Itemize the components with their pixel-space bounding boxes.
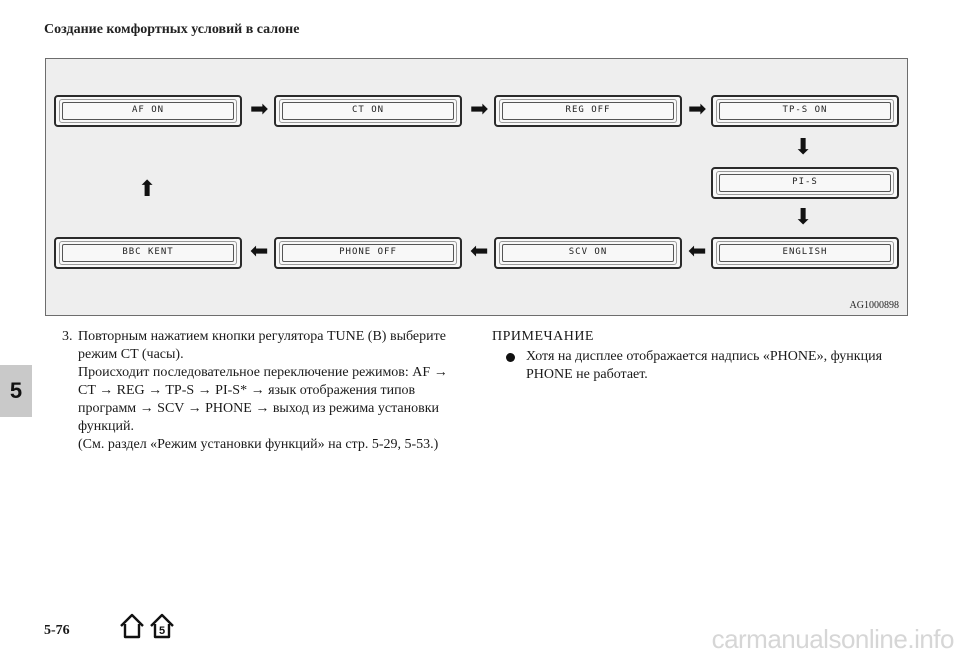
display-english-text: ENGLISH	[782, 247, 828, 257]
display-english: ENGLISH	[711, 237, 899, 269]
chapter-icon-label: 5	[159, 625, 165, 637]
display-af-text: AF ON	[131, 105, 165, 115]
step: 3. Повторным нажатием кнопки регулятора …	[62, 328, 462, 454]
arrow-right-icon: ➡	[470, 97, 489, 122]
step-line: программ → SCV → PHONE → выход из режима…	[78, 401, 440, 416]
display-tps-text: TP-S ON	[782, 105, 828, 115]
step-number: 3.	[62, 329, 73, 344]
step-line: функций.	[78, 419, 134, 434]
display-ct-text: CT ON	[351, 105, 385, 115]
note-line: PHONE не работает.	[526, 367, 648, 382]
arrow-up-icon: ⬆	[138, 177, 157, 202]
chapter-tab-number: 5	[9, 378, 23, 403]
note-item: Хотя на дисплее отображается надпись «PH…	[492, 348, 912, 384]
display-pis-text: PI-S	[792, 177, 818, 187]
display-ct: CT ON	[274, 95, 462, 127]
step-text: Повторным нажатием кнопки регулятора TUN…	[78, 328, 462, 454]
display-reg: REG OFF	[494, 95, 682, 127]
page-number: 5-76	[44, 623, 70, 638]
figure: AF ON ➡ CT ON ➡ REG OFF ➡ TP-S ON ⬇ PI-S…	[45, 58, 908, 316]
bullet-icon	[506, 353, 515, 362]
note: ПРИМЕЧАНИЕ Хотя на дисплее отображается …	[492, 328, 912, 384]
display-reg-text: REG OFF	[565, 105, 611, 115]
chapter-home-icon[interactable]: 5	[148, 612, 176, 640]
note-line: Хотя на дисплее отображается надпись «PH…	[526, 349, 883, 364]
arrow-left-icon: ⬅	[688, 239, 707, 264]
display-bbc-text: BBC KENT	[122, 247, 174, 257]
display-phone: PHONE OFF	[274, 237, 462, 269]
display-scv-text: SCV ON	[568, 247, 608, 257]
arrow-right-icon: ➡	[688, 97, 707, 122]
arrow-right-icon: ➡	[250, 97, 269, 122]
step-line: Повторным нажатием кнопки регулятора TUN…	[78, 329, 446, 344]
section-title: Создание комфортных условий в салоне	[44, 22, 300, 37]
arrow-down-icon: ⬇	[794, 205, 813, 230]
step-line: (См. раздел «Режим установки функций» на…	[78, 437, 439, 452]
step-line: CT → REG → TP-S → PI-S* → язык отображен…	[78, 383, 416, 398]
arrow-left-icon: ⬅	[470, 239, 489, 264]
display-af: AF ON	[54, 95, 242, 127]
step-line: режим CT (часы).	[78, 347, 184, 362]
home-icon[interactable]	[118, 612, 146, 640]
note-title: ПРИМЕЧАНИЕ	[492, 329, 594, 344]
figure-id: AG1000898	[849, 300, 899, 311]
display-tps: TP-S ON	[711, 95, 899, 127]
display-scv: SCV ON	[494, 237, 682, 269]
arrow-down-icon: ⬇	[794, 135, 813, 160]
display-pis: PI-S	[711, 167, 899, 199]
arrow-left-icon: ⬅	[250, 239, 269, 264]
watermark: carmanualsonline.info	[711, 624, 955, 654]
chapter-tab: 5	[0, 365, 32, 417]
step-line: Происходит последовательное переключение…	[78, 365, 448, 380]
display-phone-text: PHONE OFF	[339, 247, 397, 257]
display-bbc: BBC KENT	[54, 237, 242, 269]
